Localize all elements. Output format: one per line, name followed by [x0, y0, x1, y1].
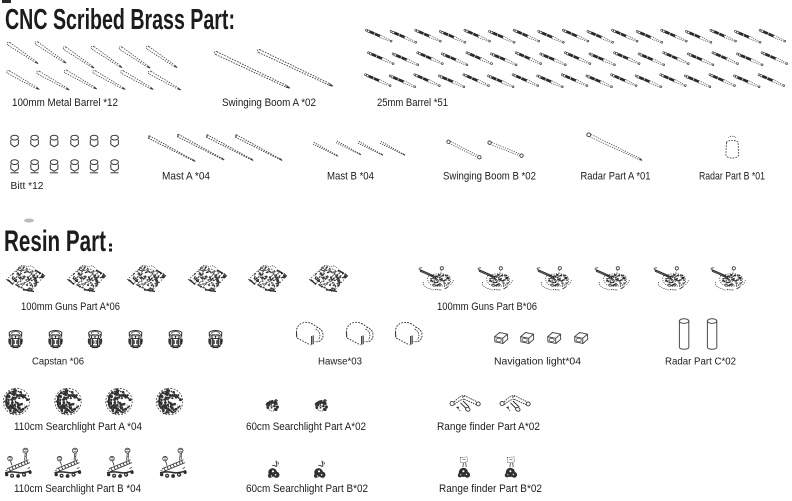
- svg-text:CNC Scribed Brass Part:: CNC Scribed Brass Part:: [5, 4, 235, 36]
- svg-text:100mm Guns Part A*06: 100mm Guns Part A*06: [21, 301, 120, 313]
- svg-text:100mm Metal Barrel *12: 100mm Metal Barrel *12: [12, 97, 118, 109]
- svg-text:Range finder Part A*02: Range finder Part A*02: [437, 421, 540, 433]
- svg-text:Swinging Boom B *02: Swinging Boom B *02: [443, 171, 536, 183]
- svg-text:Bitt *12: Bitt *12: [11, 181, 44, 192]
- svg-text:Radar Part A *01: Radar Part A *01: [581, 171, 651, 183]
- svg-text:Resin Part: Resin Part: [4, 225, 106, 258]
- svg-text:Capstan *06: Capstan *06: [32, 357, 84, 368]
- svg-text:60cm Searchlight Part B*02: 60cm Searchlight Part B*02: [246, 483, 368, 495]
- svg-text:Navigation light*04: Navigation light*04: [494, 357, 581, 368]
- svg-text:Mast B *04: Mast B *04: [327, 171, 374, 183]
- svg-text:Hawse*03: Hawse*03: [318, 357, 362, 368]
- svg-text:Mast A *04: Mast A *04: [162, 171, 210, 183]
- svg-text:Radar Part C*02: Radar Part C*02: [665, 357, 736, 368]
- svg-text:Radar Part B *01: Radar Part B *01: [699, 171, 765, 183]
- svg-text:100mm Guns Part B*06: 100mm Guns Part B*06: [437, 301, 537, 313]
- svg-text:60cm Searchlight Part A*02: 60cm Searchlight Part A*02: [246, 421, 366, 433]
- svg-text:25mm Barrel *51: 25mm Barrel *51: [377, 97, 448, 109]
- svg-text:Range finder Part B*02: Range finder Part B*02: [439, 483, 542, 495]
- svg-text:110cm Searchlight Part A *04: 110cm Searchlight Part A *04: [14, 421, 142, 433]
- svg-text:110cm Searchlight Part B *04: 110cm Searchlight Part B *04: [14, 483, 141, 495]
- svg-text:Swinging Boom A *02: Swinging Boom A *02: [222, 97, 316, 109]
